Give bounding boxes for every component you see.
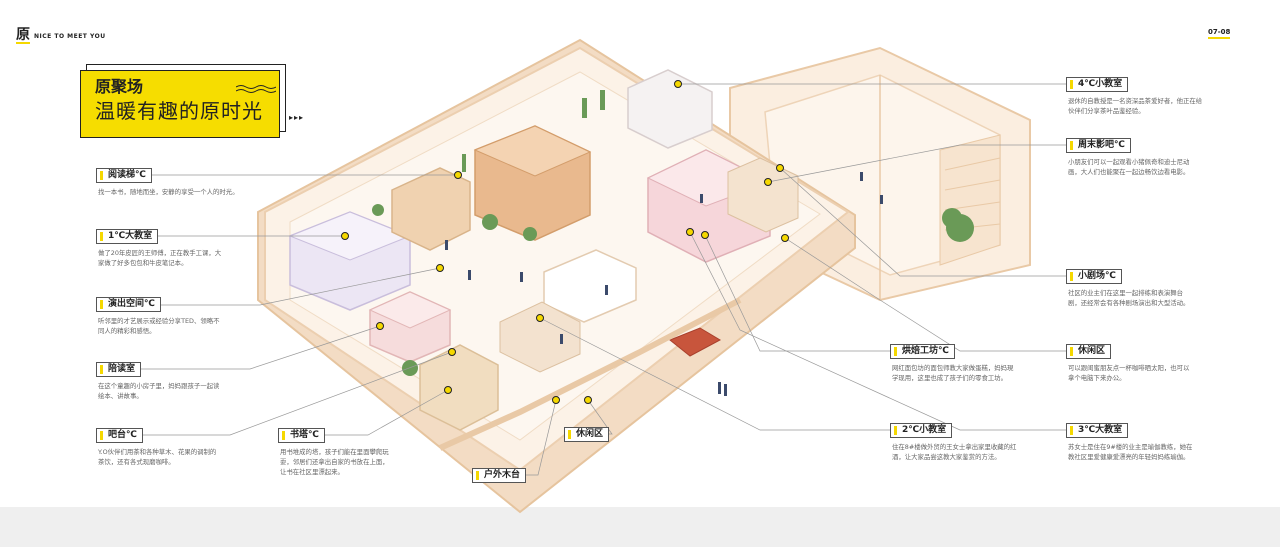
marker-bar [448,348,456,356]
desc-class1: 做了20年皮匠的王师傅，正在教手工课，大家做了好多包包和牛皮笔记本。 [98,249,222,267]
markers [341,80,789,404]
label-deck: 户外木台 [472,468,527,483]
desc-reading: 找一本书，随地而坐，安静的享受一个人的时光。 [98,188,239,196]
people [445,172,883,396]
label-class2: 2℃小教室 [890,423,953,438]
desc-bar: Y.O伙伴们用茶和各种草木、花果的调制的茶饮，还有各式现磨咖啡。 [98,448,217,466]
room-cinema-small [727,157,799,233]
desc-theater: 社区的业主们在这里一起排练和表演舞台剧，还经常会有各种剧场演出和大型活动。 [1068,289,1190,307]
desc-perform: 听邻里的才艺展示或经验分享TED、领略不同人的精彩和感悟。 [98,317,220,335]
title-line1: 原聚场 [95,77,144,96]
label-reading: 阅读梯℃ [96,168,152,183]
desc-bakery: 网红面包坊的面包师教大家做蛋糕，妈妈現学现用，这里也成了孩子们的零食工坊。 [892,364,1014,382]
brand-glyph: 原 [16,27,30,44]
title-card: 原聚场 温暖有趣的原时光 [80,70,280,138]
marker-rest2 [781,234,789,242]
marker-deck [552,396,560,404]
desc-cinema: 小朋友们可以一起观看小猪佩奇和迪士尼动画，大人们也能聚在一起边畅饮边看电影。 [1068,158,1190,176]
room-class4 [627,69,713,149]
marker-reading [454,171,462,179]
reading-steps [391,167,471,251]
red-mat [669,327,722,357]
desc-class4: 退休的自教授是一名资深品茶爱好者，他正在给伙伴们分享茶叶品鉴经验。 [1068,97,1203,115]
label-class4: 4℃小教室 [1066,77,1129,92]
label-cinema: 周末影吧℃ [1066,138,1131,153]
marker-bakery [701,231,709,239]
label-class1: 1℃大教室 [96,229,159,244]
brand-tagline: NICE TO MEET YOU [34,32,106,40]
marker-rest1 [584,396,592,404]
marker-class1 [341,232,349,240]
plants [372,90,974,376]
desc-rest2: 可以跟闺蜜朋友点一杯咖啡晒太阳，也可以拿个电脑下来办公。 [1068,364,1190,382]
footer-band [0,507,1280,547]
title-line2: 温暖有趣的原时光 [95,99,263,123]
page-number: 07-08 [1208,28,1231,39]
desc-class3: 苏女士是住在9#楼的业主是瑜伽教练，她在教社区里爱健康爱漂亮的年轻妈妈练瑜伽。 [1068,443,1193,461]
label-rest1: 休闲区 [564,427,610,442]
marker-theater [776,164,784,172]
room-middle [499,301,581,373]
marker-readingroom [376,322,384,330]
marker-class2 [536,314,544,322]
label-class3: 3℃大教室 [1066,423,1129,438]
label-readingroom: 陪读室 [96,362,142,377]
desc-class2: 住在8#楼做外贸的王女士拿出家里收藏的红酒，让大家品尝这教大家鉴赏的方法。 [892,443,1017,461]
marker-class4 [674,80,682,88]
label-booktower: 书塔℃ [278,428,325,443]
marker-cinema [764,178,772,186]
wave-icon [236,85,276,93]
marker-booktower [444,386,452,394]
label-bakery: 烘焙工坊℃ [890,344,955,359]
arrows-icon: ▸▸▸ [289,113,305,122]
label-bar: 吧台℃ [96,428,143,443]
east-stairs [939,134,1001,266]
desc-readingroom: 在这个童趣的小房子里，妈妈跟孩子一起读绘本、讲故事。 [98,382,220,400]
marker-perform [436,264,444,272]
label-perform: 演出空间℃ [96,297,161,312]
marker-class3 [686,228,694,236]
brand-logo: 原 NICE TO MEET YOU [16,28,106,44]
room-reading [419,344,499,431]
label-theater: 小剧场℃ [1066,269,1122,284]
label-rest2: 休闲区 [1066,344,1112,359]
desc-booktower: 用书堆成的塔，孩子们能在里面攀爬玩耍，邻居们还拿出自家的书放在上面，让书在社区里… [280,448,389,476]
